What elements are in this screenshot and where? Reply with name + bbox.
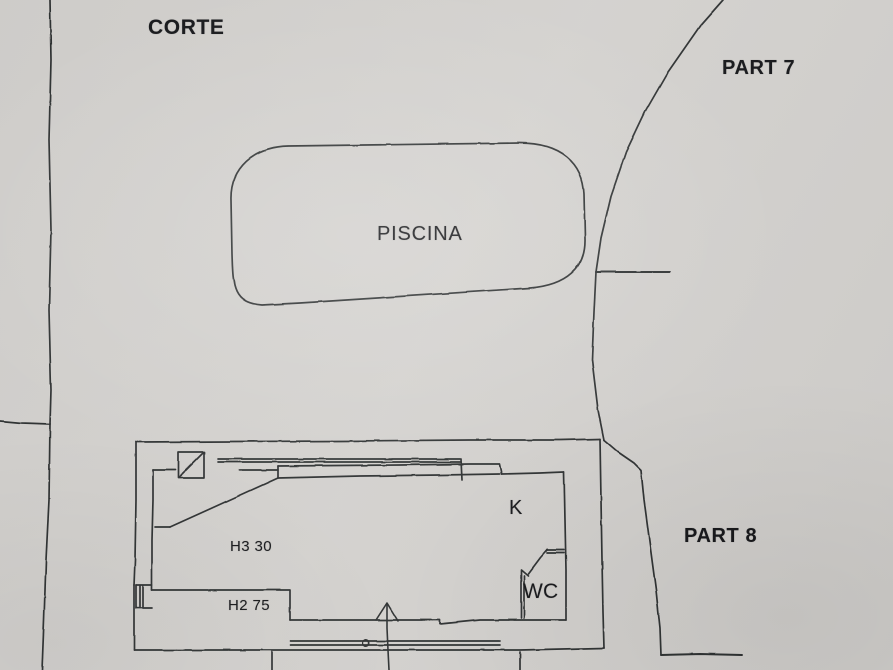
entrance-arrow bbox=[375, 602, 399, 670]
entrance-threshold bbox=[289, 638, 501, 648]
label-part-7: PART 7 bbox=[722, 57, 796, 79]
pool-outline bbox=[230, 142, 586, 306]
left-wall-niche bbox=[135, 584, 153, 609]
label-height-secondary: H2 75 bbox=[228, 597, 271, 614]
boundary-line-left bbox=[0, 0, 52, 670]
label-kitchen: K bbox=[509, 497, 523, 519]
building-inner-wall bbox=[151, 463, 503, 625]
column-symbol bbox=[177, 451, 205, 479]
loggia-edge-line bbox=[217, 458, 501, 481]
boundary-line-right bbox=[591, 0, 743, 656]
label-piscina: PISCINA bbox=[377, 223, 463, 245]
building-outer-wall bbox=[133, 438, 605, 651]
label-part-8: PART 8 bbox=[684, 525, 758, 547]
label-corte: CORTE bbox=[148, 16, 225, 39]
interior-partition-diagonal bbox=[154, 469, 279, 528]
boundary-stubs-bottom bbox=[271, 651, 521, 670]
interior-wall-right bbox=[439, 471, 567, 625]
label-wc: WC bbox=[523, 580, 559, 603]
label-height-main: H3 30 bbox=[230, 538, 273, 555]
wc-enclosure bbox=[520, 549, 565, 619]
